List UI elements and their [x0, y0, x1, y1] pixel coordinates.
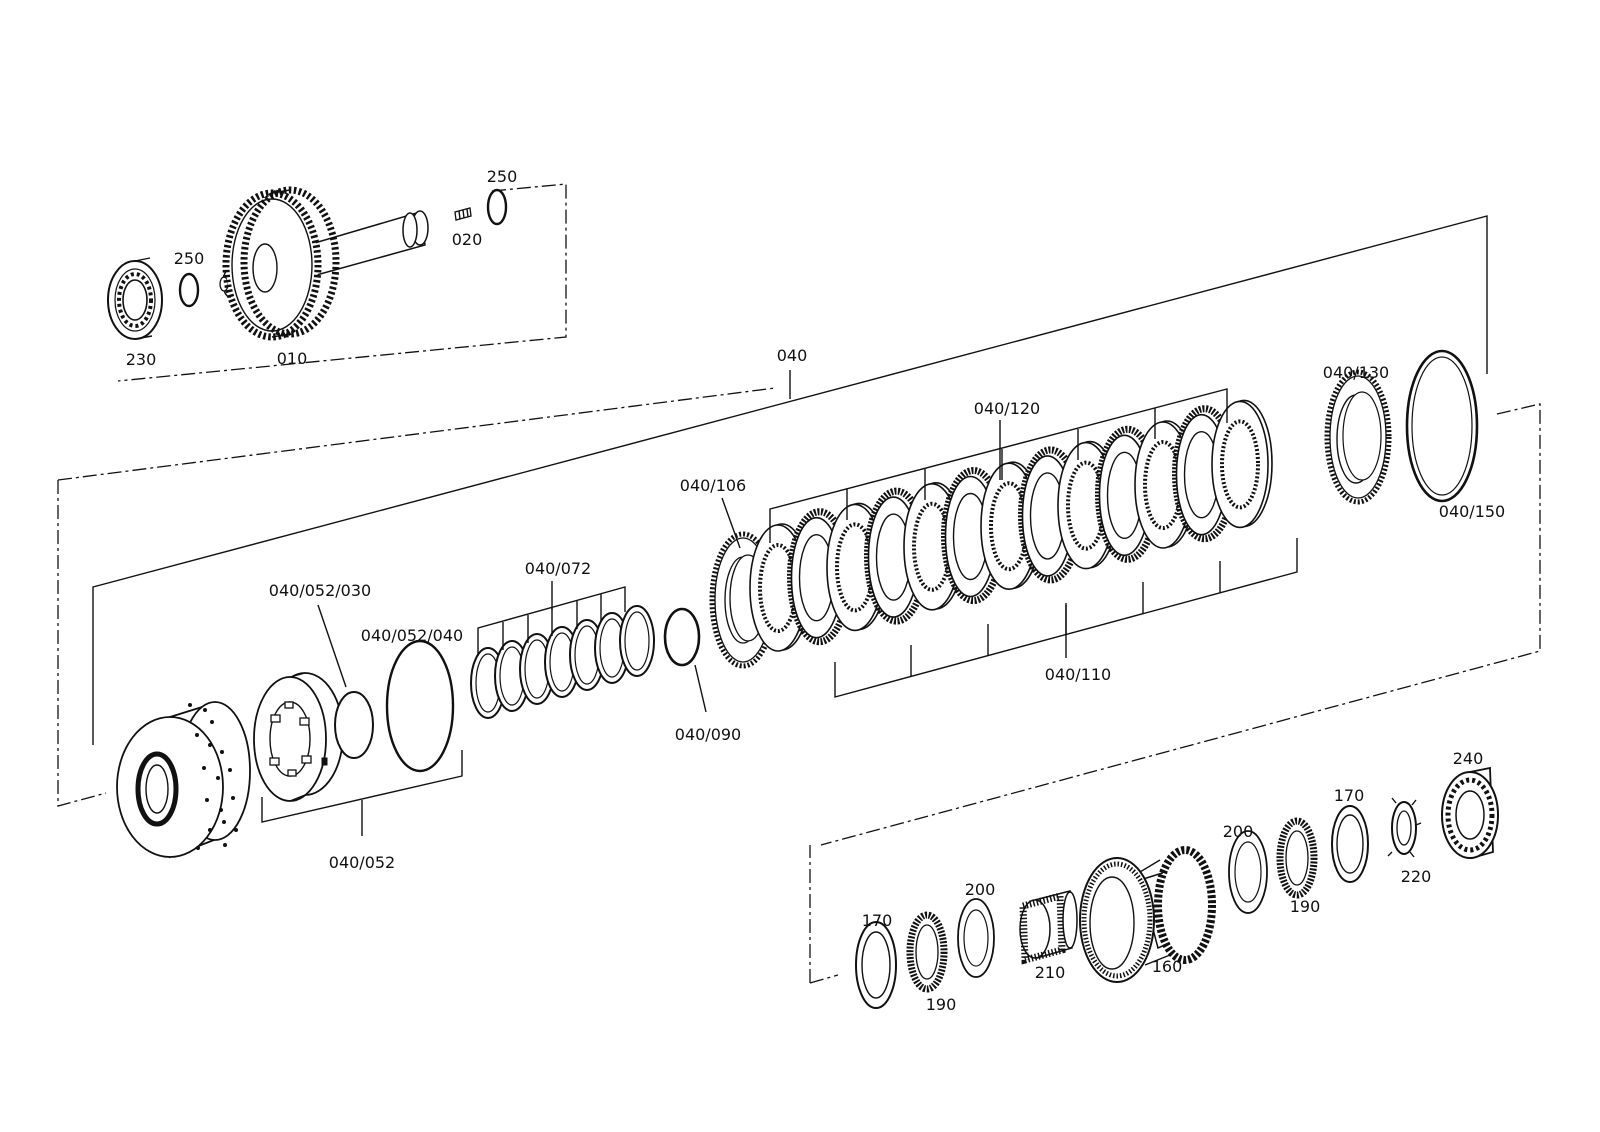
washer-200-right — [1228, 830, 1268, 914]
callout-040-052-030: 040/052/030 — [269, 581, 371, 600]
snap-ring-250-right — [486, 188, 508, 226]
leader-lines — [317, 497, 741, 713]
piston-040-052 — [253, 672, 344, 802]
bracket-040-110 — [834, 538, 1298, 698]
callout-040: 040 — [777, 346, 808, 365]
clutch-drum — [116, 701, 251, 859]
callout-200-right: 200 — [1223, 822, 1254, 841]
bearing-240 — [1441, 766, 1499, 860]
frame-040 — [92, 215, 1488, 745]
callout-200-left: 200 — [965, 880, 996, 899]
callout-190-right: 190 — [1290, 897, 1321, 916]
assembly-boundary-lines — [57, 183, 1541, 984]
pin-020 — [454, 207, 472, 221]
snap-ring-250-left — [178, 272, 200, 308]
bracket-040-052 — [261, 750, 463, 823]
thrust-washer-170-right — [1331, 805, 1369, 883]
snap-ring-040-090 — [663, 607, 701, 667]
callout-040-052: 040/052 — [329, 853, 395, 872]
callout-210: 210 — [1035, 963, 1066, 982]
callout-230: 230 — [126, 350, 157, 369]
callout-240: 240 — [1453, 749, 1484, 768]
clutch-disc-pack — [749, 399, 1273, 652]
callout-040-052-040: 040/052/040 — [361, 626, 463, 645]
callout-040-110: 040/110 — [1045, 665, 1111, 684]
callout-040-130: 040/130 — [1323, 363, 1389, 382]
thrust-bearing-190-left — [906, 911, 948, 993]
seal-ring-040-052-030 — [334, 691, 374, 759]
gear-shaft-010 — [219, 186, 429, 341]
callout-040-090: 040/090 — [675, 725, 741, 744]
thrust-washer-170-left — [855, 921, 897, 1009]
lock-washer-220 — [1387, 797, 1422, 858]
thrust-bearing-190-right — [1276, 817, 1318, 899]
callout-labels: 230 250 010 020 250 040 040/052/030 040/… — [126, 167, 1506, 1014]
callout-020: 020 — [452, 230, 483, 249]
steel-disc — [1211, 399, 1273, 529]
gear-160 — [1079, 846, 1216, 983]
washer-200-left — [957, 898, 995, 978]
needle-bearing-210 — [1019, 890, 1078, 965]
end-plate-040-130 — [1324, 369, 1392, 505]
callout-040-120: 040/120 — [974, 399, 1040, 418]
callout-160: 160 — [1152, 957, 1183, 976]
callout-040-106: 040/106 — [680, 476, 746, 495]
seal-ring-040-052-040 — [385, 639, 455, 773]
callout-250-left: 250 — [174, 249, 205, 268]
spring-stack-040-072 — [470, 581, 655, 719]
callout-040-150: 040/150 — [1439, 502, 1505, 521]
bracket-040-120 — [769, 388, 1228, 543]
bearing-230 — [107, 257, 163, 340]
callout-010: 010 — [277, 349, 308, 368]
callout-170-left: 170 — [862, 911, 893, 930]
callout-190-left: 190 — [926, 995, 957, 1014]
callout-040-072: 040/072 — [525, 559, 591, 578]
callout-220: 220 — [1401, 867, 1432, 886]
callout-250-right: 250 — [487, 167, 518, 186]
callout-170-right: 170 — [1334, 786, 1365, 805]
snap-ring-040-150 — [1405, 349, 1479, 503]
